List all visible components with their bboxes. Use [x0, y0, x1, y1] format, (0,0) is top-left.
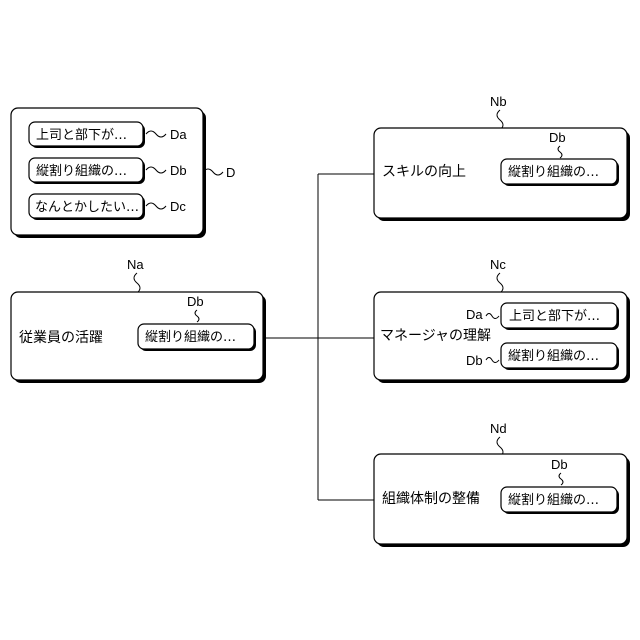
node-na-ref: Na [127, 257, 144, 272]
node-na-chip-ref: Db [187, 294, 204, 309]
node-nc: Nc マネージャの理解 Da 上司と部下が… Db 縦割り組織の… [374, 257, 630, 383]
legend-group: 上司と部下が… Da 縦割り組織の… Db なんとかしたい… Dc D [11, 108, 235, 238]
node-na-leader [134, 273, 140, 293]
node-nd-title: 組織体制の整備 [382, 491, 480, 507]
tree-connectors [263, 174, 374, 500]
node-nb-ref: Nb [490, 94, 507, 109]
node-nb-title: スキルの向上 [382, 164, 466, 180]
legend-ref-d: D [226, 165, 235, 180]
node-nd: Nd 組織体制の整備 Db 縦割り組織の… [374, 421, 630, 547]
node-nd-chip-text: 縦割り組織の… [508, 492, 599, 508]
node-nb-chip-ref: Db [549, 130, 566, 145]
node-nc-leader [497, 273, 503, 293]
node-nb: Nb スキルの向上 Db 縦割り組織の… [374, 94, 630, 221]
node-nc-title: マネージャの理解 [380, 328, 491, 344]
node-nc-ref: Nc [490, 257, 506, 272]
node-nc-chip-db-text: 縦割り組織の… [508, 348, 599, 364]
node-nc-chip-da-ref: Da [466, 307, 483, 322]
legend-ref-da: Da [170, 127, 187, 142]
node-nd-chip-ref: Db [551, 457, 568, 472]
node-na-title: 従業員の活躍 [19, 330, 103, 346]
legend-ref-dc: Dc [170, 199, 186, 214]
legend-chip-da-text: 上司と部下が… [36, 128, 127, 143]
legend-chip-dc-text: なんとかしたい… [35, 200, 139, 215]
node-nc-chip-db-ref: Db [466, 353, 483, 368]
legend-ref-db: Db [170, 163, 187, 178]
node-na: Na 従業員の活躍 Db 縦割り組織の… [11, 257, 266, 383]
node-nd-ref: Nd [490, 421, 507, 436]
node-na-chip-text: 縦割り組織の… [145, 329, 236, 345]
node-nb-chip-text: 縦割り組織の… [508, 164, 599, 180]
node-nc-chip-da-text: 上司と部下が… [509, 309, 600, 324]
node-nb-leader [497, 110, 503, 130]
legend-chip-db-text: 縦割り組織の… [36, 163, 127, 179]
